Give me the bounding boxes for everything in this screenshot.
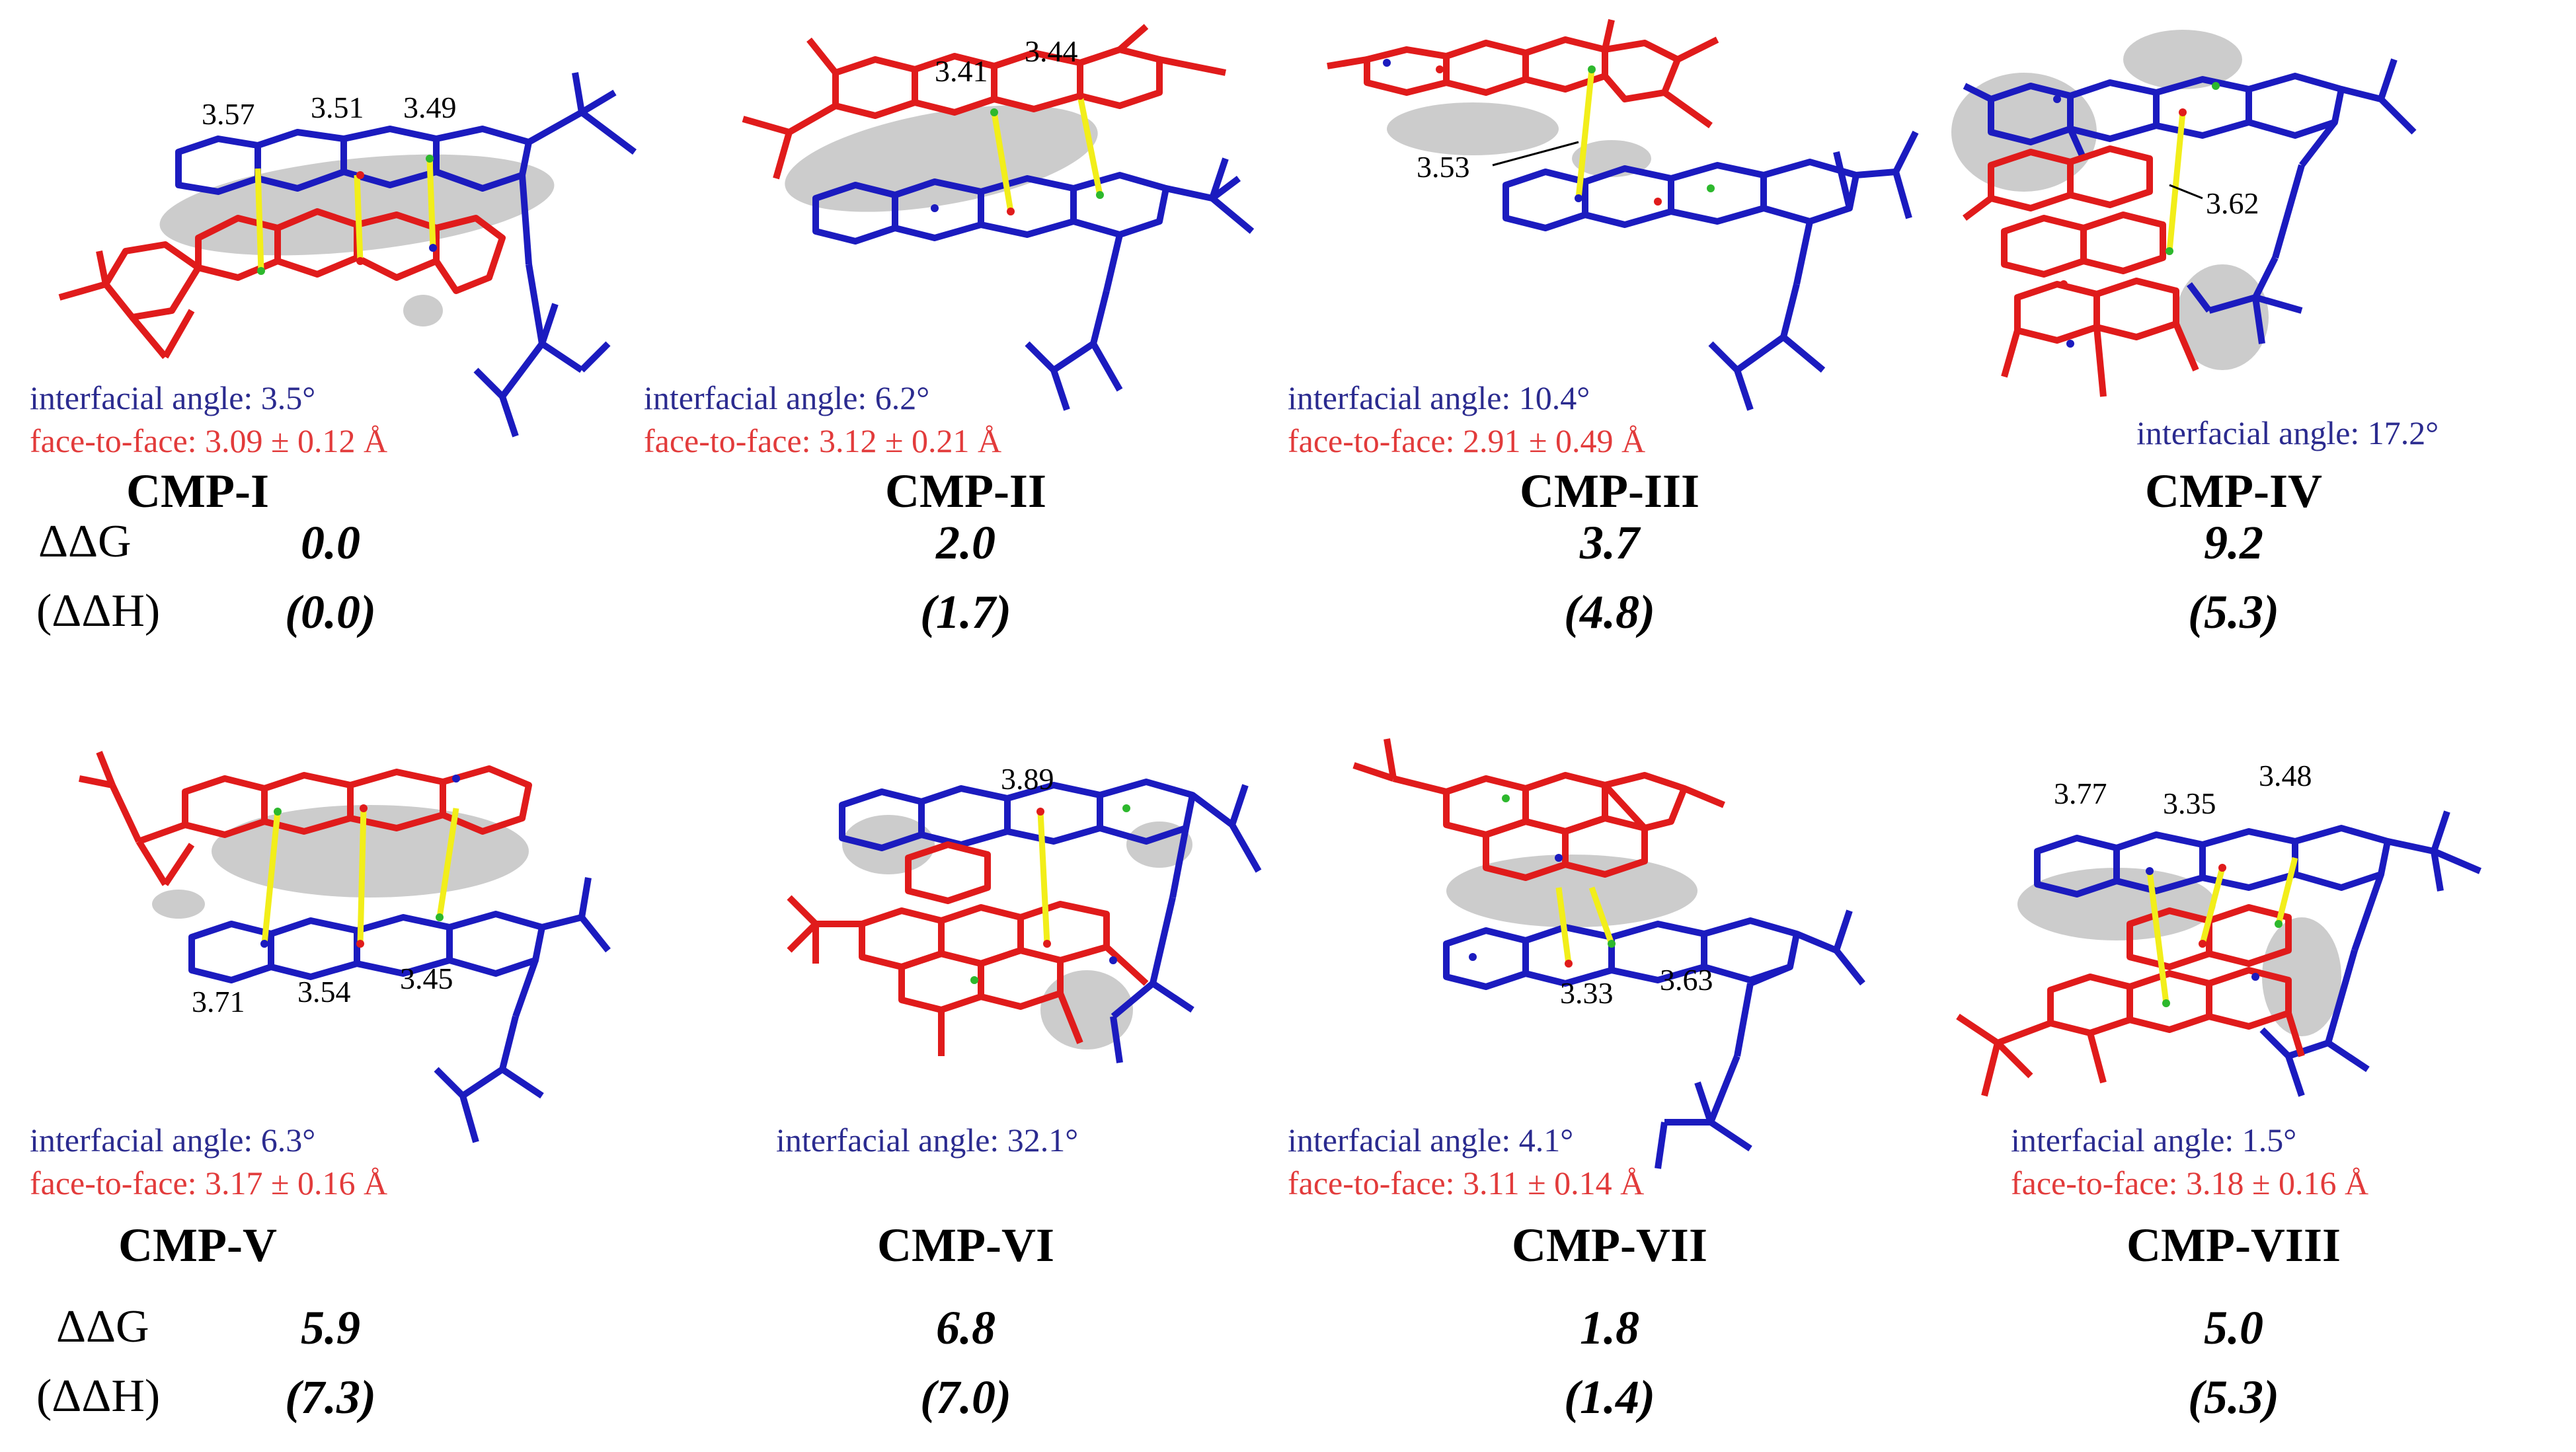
panel-cmp-ii: 3.41 3.44 interfacial angle: 6.2° face-t… [644,0,1288,726]
interfacial-angle: interfacial angle: 6.3° [30,1122,316,1159]
molecule-cmp-iii [1327,19,1919,411]
complex-name: CMP-II [885,465,1046,517]
distance-label: 3.54 [297,975,351,1009]
molecule-cmp-v [79,751,611,1143]
distance-label: 3.33 [1560,976,1614,1010]
distance-label: 3.49 [403,91,457,124]
panel-cmp-i: 3.57 3.51 3.49 interfacial angle: 3.5° f… [0,0,644,726]
interfacial-angle: interfacial angle: 17.2° [2136,414,2439,451]
row-label-dh-bottom: (ΔΔH) [36,1371,161,1422]
distance-label: 3.53 [1417,150,1470,184]
panel-cmp-vii: 3.33 3.63 interfacial angle: 4.1° face-t… [1288,726,1932,1451]
distance-label: 3.89 [1001,762,1054,796]
molecule-cmp-i [58,72,637,438]
panel-cmp-v: 3.71 3.54 3.45 interfacial angle: 6.3° f… [0,726,644,1451]
delta-delta-h: (1.7) [920,586,1011,638]
complex-name: CMP-V [118,1219,277,1272]
distance-label: 3.63 [1660,963,1713,997]
molecule-cmp-vii [1352,738,1865,1169]
delta-delta-h: (0.0) [285,586,376,638]
distance-label: 3.41 [935,54,988,88]
delta-delta-g: 9.2 [2204,516,2263,569]
molecule-cmp-vi [787,779,1262,1063]
interfacial-angle: interfacial angle: 10.4° [1288,379,1590,416]
molecule-cmp-iv [1951,30,2417,397]
delta-delta-g: 6.8 [936,1301,995,1354]
distance-label: 3.45 [400,962,453,995]
complex-name: CMP-III [1520,465,1699,517]
delta-delta-h: (4.8) [1564,586,1655,638]
interfacial-angle: interfacial angle: 6.2° [644,379,930,416]
distance-label: 3.48 [2259,759,2312,792]
delta-delta-g: 1.8 [1580,1301,1639,1354]
delta-delta-h: (5.3) [2188,1371,2279,1424]
delta-delta-h: (7.3) [285,1371,376,1424]
panel-cmp-iv: 3.62 interfacial angle: 17.2° CMP-IV 9.2… [1932,0,2575,726]
complex-name: CMP-IV [2145,465,2322,517]
interfacial-angle: interfacial angle: 3.5° [30,379,316,416]
distance-label: 3.57 [202,97,255,131]
distance-label: 3.35 [2163,786,2216,820]
complex-name: CMP-VIII [2127,1219,2341,1272]
face-to-face: face-to-face: 3.11 ± 0.14 Å [1288,1165,1645,1202]
molecule-cmp-viii [1956,810,2481,1097]
panel-cmp-viii: 3.77 3.35 3.48 interfacial angle: 1.5° f… [1932,726,2575,1451]
row-label-dg-top: ΔΔG [38,516,132,567]
panel-cmp-iii: 3.53 interfacial angle: 10.4° face-to-fa… [1288,0,1932,726]
distance-label: 3.62 [2206,186,2259,220]
row-label-dh-top: (ΔΔH) [36,586,161,636]
complex-name: CMP-I [126,465,269,517]
row-label-dg-bottom: ΔΔG [56,1301,149,1352]
delta-delta-g: 3.7 [1580,516,1639,569]
distance-label: 3.77 [2054,777,2107,810]
complex-name: CMP-VII [1512,1219,1707,1272]
face-to-face: face-to-face: 2.91 ± 0.49 Å [1288,422,1646,459]
delta-delta-g: 5.9 [301,1301,360,1354]
delta-delta-h: (7.0) [920,1371,1011,1424]
face-to-face: face-to-face: 3.17 ± 0.16 Å [30,1165,388,1202]
face-to-face: face-to-face: 3.12 ± 0.21 Å [644,422,1002,459]
delta-delta-g: 2.0 [936,516,995,569]
distance-label: 3.51 [311,91,364,124]
interfacial-angle: interfacial angle: 4.1° [1288,1122,1574,1159]
face-to-face: face-to-face: 3.09 ± 0.12 Å [30,422,388,459]
face-to-face: face-to-face: 3.18 ± 0.16 Å [2011,1165,2369,1202]
panel-cmp-vi: 3.89 interfacial angle: 32.1° CMP-VI 6.8… [644,726,1288,1451]
delta-delta-h: (1.4) [1564,1371,1655,1424]
interfacial-angle: interfacial angle: 1.5° [2011,1122,2297,1159]
delta-delta-g: 5.0 [2204,1301,2263,1354]
distance-label: 3.44 [1025,34,1078,68]
molecule-cmp-ii [742,24,1255,411]
complex-name: CMP-VI [877,1219,1054,1272]
delta-delta-g: 0.0 [301,516,360,569]
delta-delta-h: (5.3) [2188,586,2279,638]
interfacial-angle: interfacial angle: 32.1° [776,1122,1079,1159]
distance-label: 3.71 [192,985,245,1018]
